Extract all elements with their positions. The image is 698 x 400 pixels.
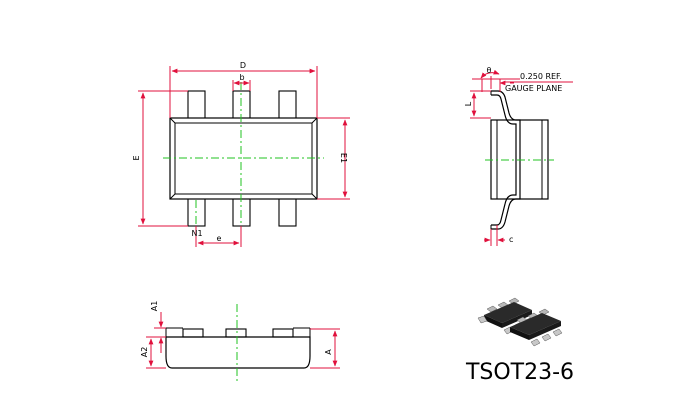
front-lead-1 bbox=[182, 328, 204, 338]
label-E1: E1 bbox=[339, 153, 348, 163]
label-gauge-plane: GAUGE PLANE bbox=[505, 84, 562, 93]
label-A2: A2 bbox=[140, 347, 149, 358]
label-N1: N1 bbox=[191, 229, 202, 238]
label-L: L bbox=[464, 101, 473, 106]
front-view: A1 A2 A bbox=[140, 301, 340, 384]
lead-top-1 bbox=[187, 90, 206, 122]
label-e: e bbox=[217, 234, 222, 243]
chip-1 bbox=[477, 297, 536, 335]
label-c: c bbox=[509, 235, 513, 244]
top-view: D b E E1 e N1 bbox=[132, 61, 350, 247]
label-D: D bbox=[240, 61, 246, 70]
lead-bottom-3 bbox=[278, 195, 297, 227]
lead-top-3 bbox=[278, 90, 297, 122]
label-E: E bbox=[132, 155, 141, 160]
label-b: b bbox=[239, 73, 244, 82]
front-lead-2 bbox=[225, 328, 247, 338]
label-A1: A1 bbox=[150, 301, 159, 312]
package-name: TSOT23-6 bbox=[465, 360, 574, 385]
label-ref: 0.250 REF. bbox=[520, 72, 562, 81]
side-view: 0.250 REF. GAUGE PLANE θ L c bbox=[464, 66, 573, 246]
chip-2 bbox=[510, 308, 563, 347]
lead-profile-inner bbox=[491, 94, 517, 226]
package-photo: TSOT23-6 bbox=[465, 297, 574, 385]
front-lead-3 bbox=[272, 328, 294, 338]
dimension-theta bbox=[480, 69, 500, 79]
label-A: A bbox=[324, 349, 333, 355]
label-theta: θ bbox=[487, 66, 492, 75]
front-body-outline bbox=[165, 336, 311, 369]
